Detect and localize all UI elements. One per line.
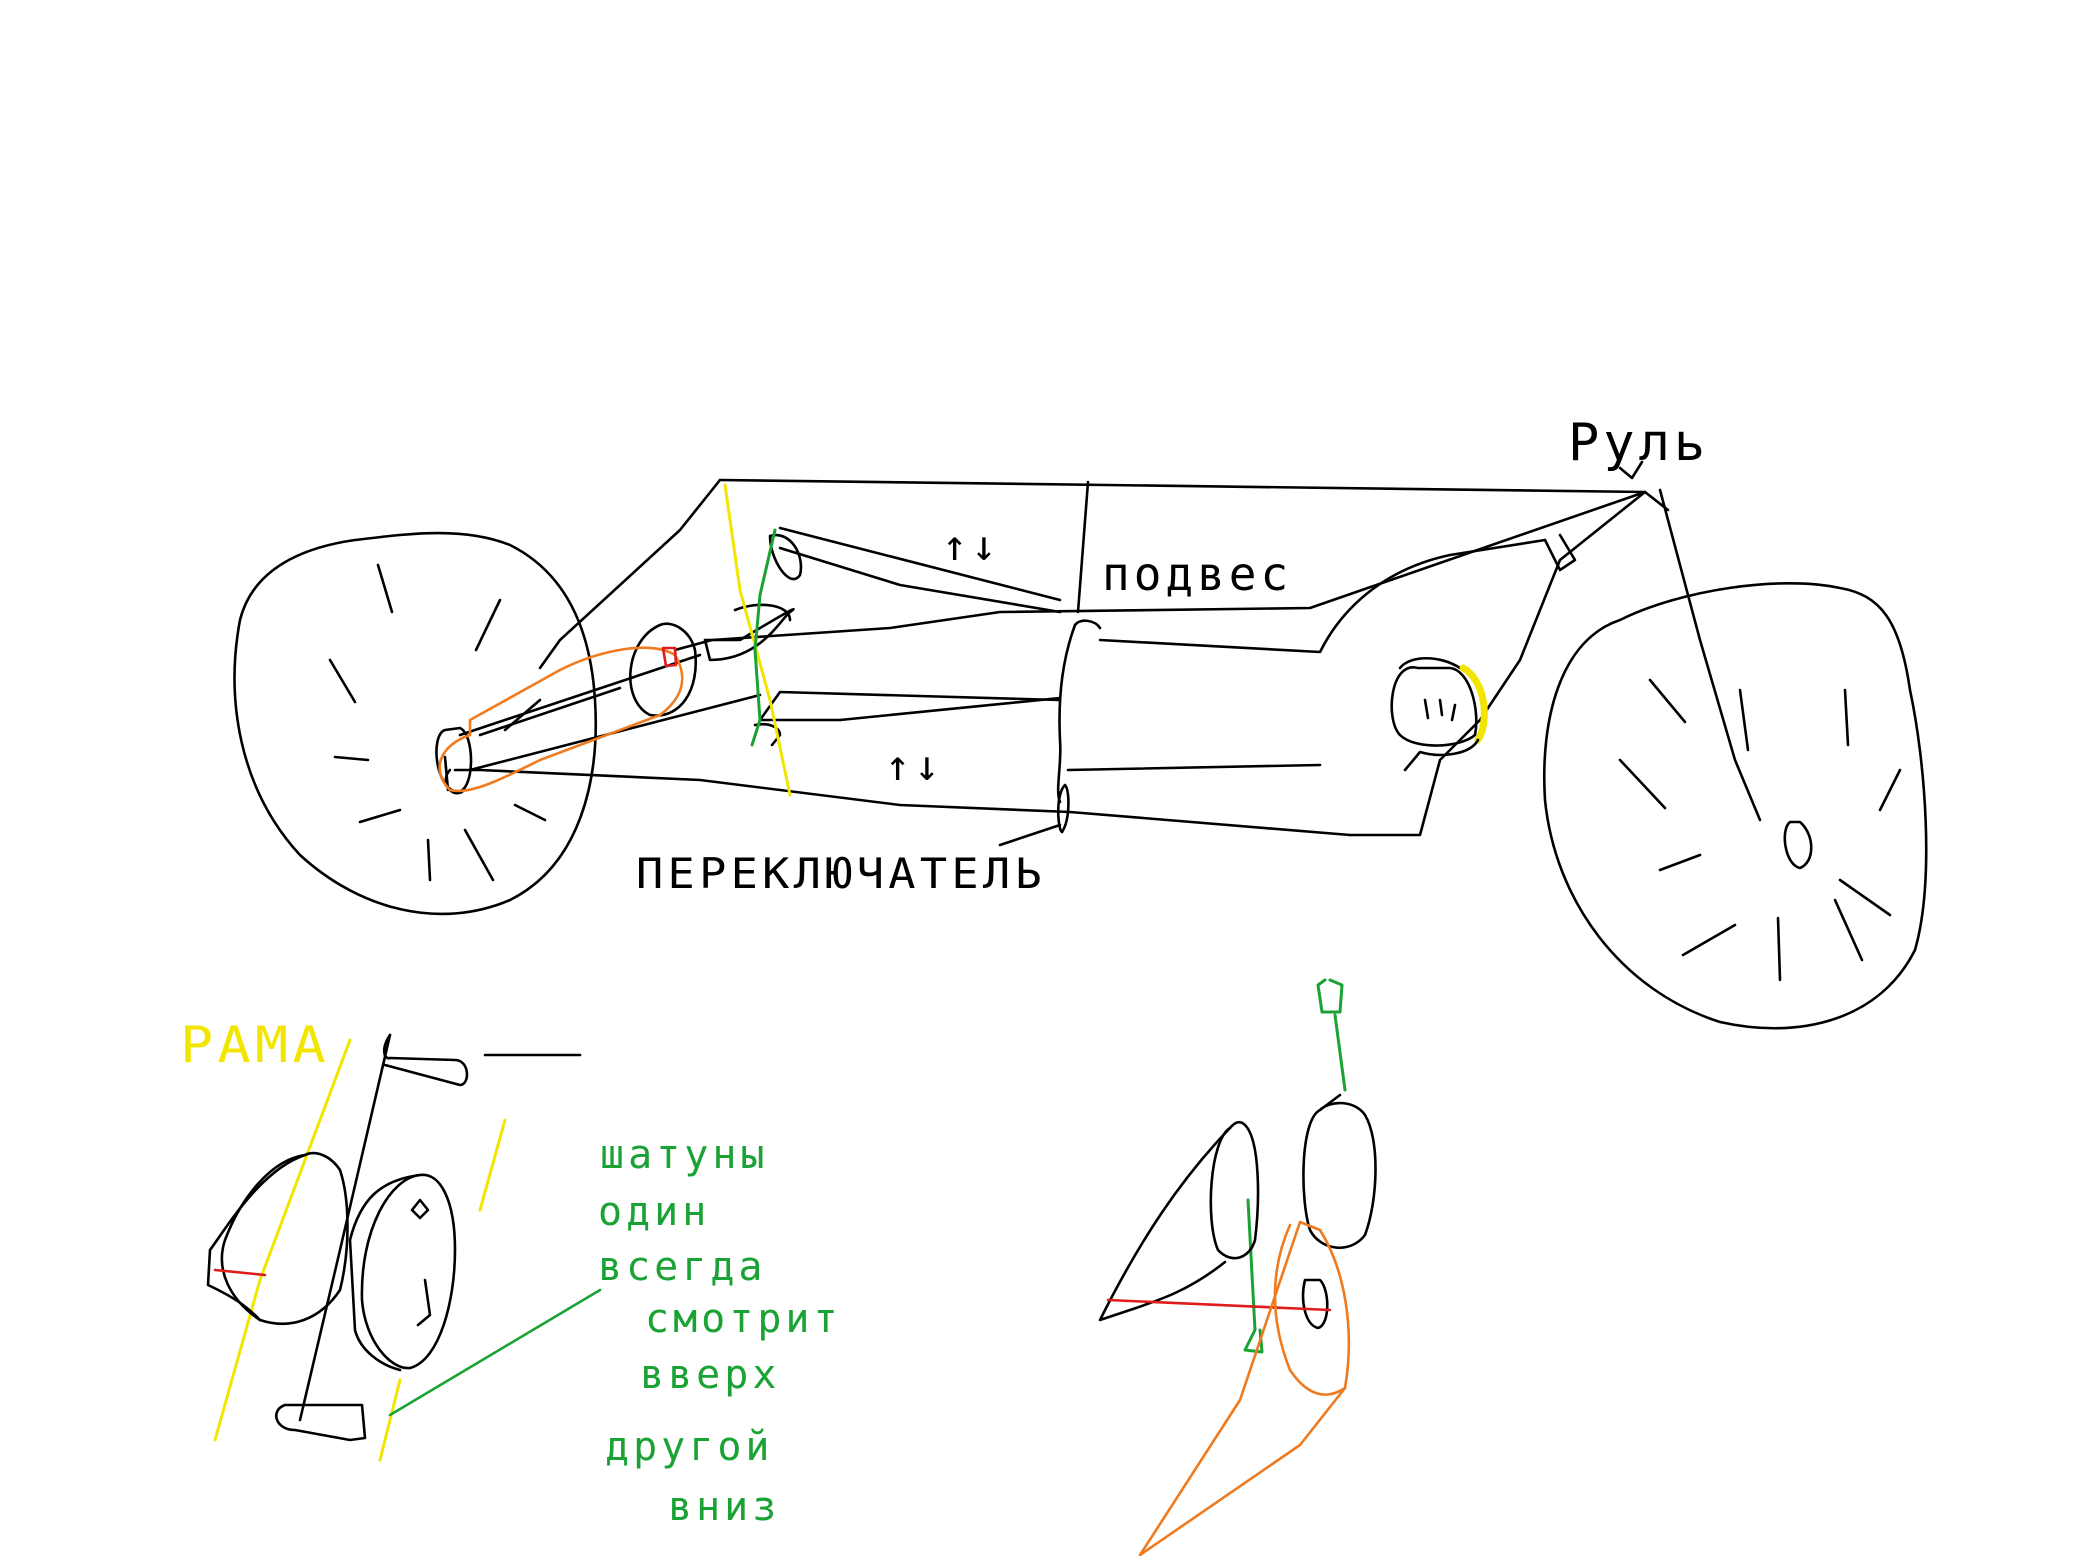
helmet-band bbox=[1459, 664, 1488, 744]
front-wheel bbox=[1543, 581, 1928, 1030]
note-line-4: смотрит bbox=[645, 1296, 842, 1342]
rear-wheel bbox=[233, 531, 597, 916]
side-view: ↑↓ ↑↓ Руль подвес ПЕРЕКЛЮЧАТЕЛЬ bbox=[233, 413, 1928, 1030]
crank-note: шатуны один всегда смотрит вверх другой … bbox=[598, 1132, 842, 1530]
crank-line bbox=[750, 528, 777, 747]
arrows-lower: ↑↓ bbox=[885, 741, 944, 790]
arrows-upper: ↑↓ bbox=[942, 521, 1001, 570]
label-shifter: ПЕРЕКЛЮЧАТЕЛЬ bbox=[636, 849, 1046, 898]
chain-guard-right bbox=[1138, 1220, 1351, 1556]
frame-line-left bbox=[213, 1038, 352, 1442]
note-line-5: вверх bbox=[640, 1352, 780, 1398]
label-suspension: подвес bbox=[1102, 547, 1292, 601]
chain-guard bbox=[438, 646, 684, 793]
label-steering: Руль bbox=[1568, 413, 1709, 473]
crank-arm-lower bbox=[1243, 1198, 1264, 1354]
sprocket-marker bbox=[661, 646, 678, 668]
crank-detail-right bbox=[1098, 978, 1377, 1556]
label-frame: РАМА bbox=[180, 1016, 330, 1074]
note-line-6: другой bbox=[605, 1424, 774, 1470]
note-line-7: вниз bbox=[668, 1484, 780, 1530]
note-line-1: шатуны bbox=[600, 1132, 769, 1178]
note-line-2: один bbox=[598, 1189, 710, 1235]
note-leader bbox=[388, 1288, 602, 1417]
note-line-3: всегда bbox=[598, 1244, 767, 1290]
pedal-top bbox=[1316, 978, 1344, 1014]
crank-detail-left: РАМА bbox=[180, 1016, 602, 1462]
frame-line-right bbox=[478, 1118, 507, 1212]
